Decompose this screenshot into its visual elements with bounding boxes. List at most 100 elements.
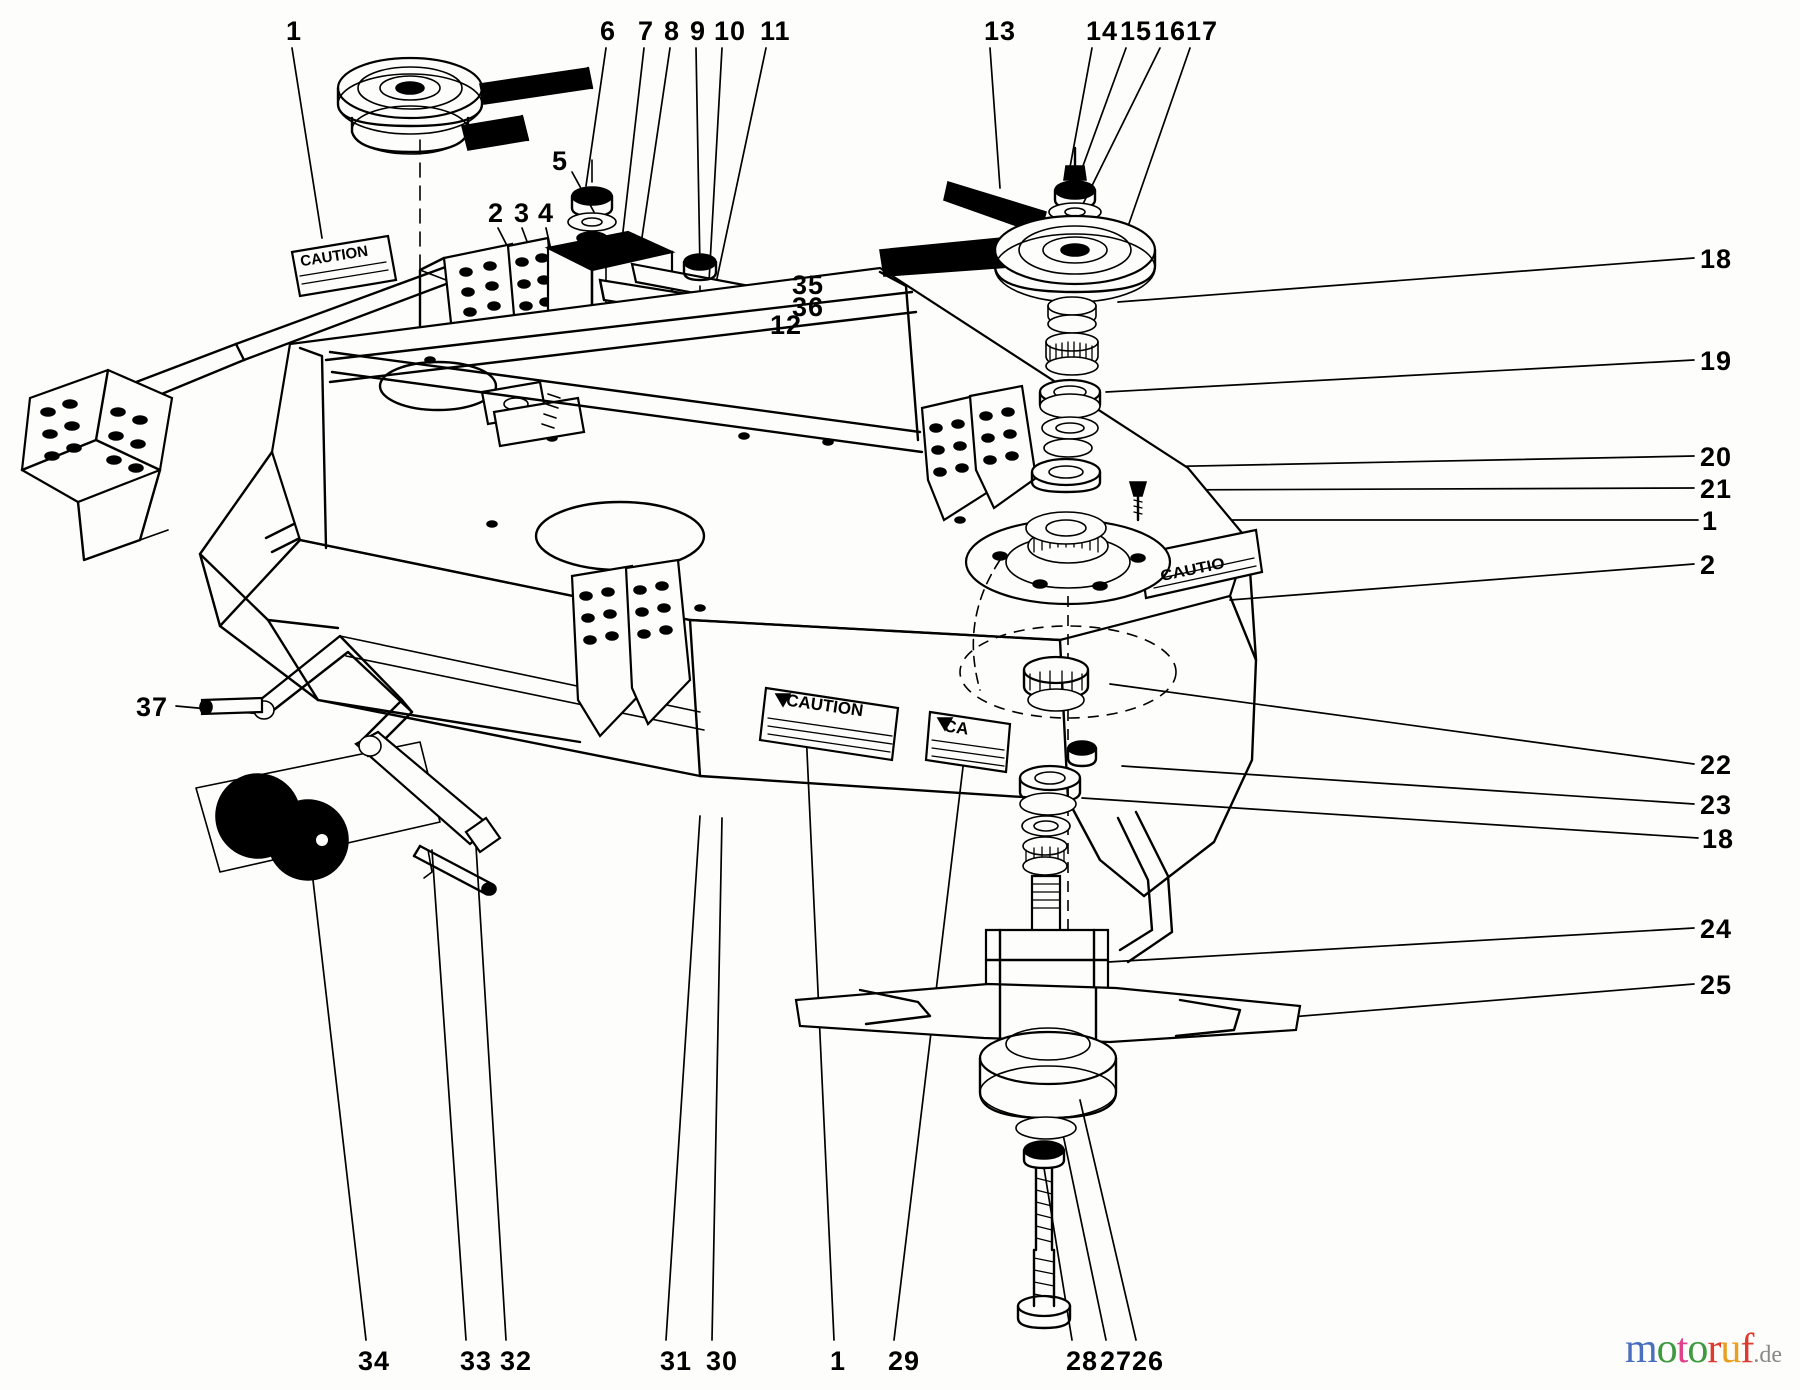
left-mounting-bracket — [20, 368, 174, 562]
callout-number-24: 24 — [1700, 914, 1733, 944]
leader-line-19 — [1105, 359, 1695, 393]
leader-line-1 — [805, 729, 835, 1341]
leader-line-32 — [475, 845, 507, 1341]
leader-line-30 — [711, 817, 723, 1341]
callout-number-19: 19 — [1700, 346, 1733, 376]
spindle-housing-flange — [964, 511, 1172, 606]
drive-belt-lower — [461, 114, 530, 151]
leader-line-31 — [665, 815, 701, 1341]
leader-line-13 — [989, 47, 1001, 189]
deck-hanger-bracket-center — [570, 558, 692, 738]
callout-number-13: 13 — [984, 16, 1017, 46]
bearing-stack-item18 — [1045, 296, 1099, 376]
watermark-letter-r: r — [1707, 1326, 1721, 1372]
idler-pivot-bolt-item5 — [567, 159, 617, 245]
callout-number-22: 22 — [1700, 750, 1733, 780]
idler-pulley-top-left — [336, 56, 484, 155]
callout-number-21: 21 — [1700, 474, 1733, 504]
callout-number-16: 16 — [1154, 16, 1187, 46]
leader-line-11 — [711, 47, 767, 303]
leader-line-21 — [1143, 487, 1695, 491]
callout-number-36: 36 — [792, 292, 825, 322]
callout-number-11: 11 — [760, 16, 791, 46]
roller-arm-assembly — [253, 634, 502, 896]
callout-number-33: 33 — [460, 1346, 493, 1376]
caution-decal-deck-right — [924, 710, 1012, 774]
leader-line-22 — [1109, 683, 1695, 765]
callout-number-18: 18 — [1702, 824, 1735, 854]
leader-line-16 — [1079, 47, 1161, 211]
callout-number-2: 2 — [1700, 550, 1717, 580]
callout-number-8: 8 — [664, 16, 681, 46]
watermark-letter-o2: o — [1687, 1326, 1708, 1372]
leader-line-2 — [1229, 563, 1695, 601]
pin-item37 — [199, 696, 264, 716]
anti-scalp-wheels-item34 — [195, 741, 441, 881]
caution-decal-upper-left — [290, 234, 398, 298]
callout-number-2: 2 — [488, 198, 505, 228]
leader-line-25 — [1277, 983, 1695, 1019]
washer-item20 — [1030, 457, 1102, 494]
mower-deck-housing — [198, 266, 1258, 964]
watermark-suffix: .de — [1753, 1342, 1782, 1368]
leader-line-1 — [291, 47, 323, 239]
leader-line-20 — [1095, 455, 1695, 469]
callout-number-30: 30 — [706, 1346, 739, 1376]
motoruf-watermark: motoruf.de — [1625, 1328, 1782, 1370]
spindle-pulley-item17 — [993, 214, 1157, 303]
leader-line-27 — [1059, 1119, 1107, 1341]
leader-line-26 — [1079, 1099, 1137, 1341]
callout-number-23: 23 — [1700, 790, 1733, 820]
callout-number-4: 4 — [538, 198, 555, 228]
decal-label-caution-deck-right: CA — [942, 716, 970, 739]
callout-number-17: 17 — [1186, 16, 1219, 46]
callout-number-1: 1 — [830, 1346, 847, 1376]
callout-number-1: 1 — [1702, 506, 1719, 536]
cutter-blade-lower-item25 — [794, 982, 1302, 1044]
callout-number-15: 15 — [1120, 16, 1153, 46]
callout-number-5: 5 — [552, 146, 569, 176]
leader-line-17 — [1123, 47, 1191, 239]
leader-line-14 — [1067, 47, 1093, 179]
callout-number-7: 7 — [638, 16, 655, 46]
spindle-bolt-item14 — [1063, 146, 1087, 181]
deck-lift-arm-right — [328, 350, 924, 454]
blade-mount-cup — [978, 1027, 1118, 1330]
caution-decal-deck-center — [758, 686, 900, 762]
spindle-nut-item22 — [1022, 655, 1098, 768]
callout-number-12: 12 — [770, 310, 803, 340]
leader-line-6 — [585, 47, 607, 187]
callout-number-20: 20 — [1700, 442, 1733, 472]
leader-line-9 — [695, 47, 701, 269]
watermark-letter-u: u — [1720, 1326, 1741, 1372]
callout-number-10: 10 — [714, 16, 747, 46]
callout-number-34: 34 — [358, 1346, 391, 1376]
watermark-letter-t: t — [1676, 1326, 1689, 1372]
callout-number-25: 25 — [1700, 970, 1733, 1000]
callout-number-29: 29 — [888, 1346, 921, 1376]
drive-belt-upper — [479, 66, 594, 105]
callout-number-1: 1 — [286, 16, 303, 46]
leader-line-18 — [1117, 257, 1695, 303]
watermark-letter-o1: o — [1656, 1326, 1678, 1372]
watermark-letter-m: m — [1625, 1326, 1658, 1372]
bearing-item19 — [1038, 378, 1102, 458]
watermark-letter-f: f — [1740, 1326, 1754, 1372]
deck-hanger-bracket-right — [920, 384, 1038, 522]
leader-line-24 — [1107, 927, 1695, 963]
leader-line-23 — [1121, 765, 1695, 805]
callout-number-6: 6 — [600, 16, 617, 46]
leader-line-18 — [1081, 797, 1699, 839]
callout-number-3: 3 — [514, 198, 531, 228]
leader-line-29 — [893, 741, 967, 1341]
screw-item21 — [1128, 481, 1148, 522]
callout-number-9: 9 — [690, 16, 707, 46]
lower-bearing-stack — [1018, 764, 1082, 876]
callout-number-32: 32 — [500, 1346, 533, 1376]
callout-number-14: 14 — [1086, 16, 1119, 46]
callout-number-37: 37 — [136, 692, 169, 722]
leader-line-34 — [309, 853, 367, 1341]
callout-leader-lines — [175, 47, 1699, 1341]
